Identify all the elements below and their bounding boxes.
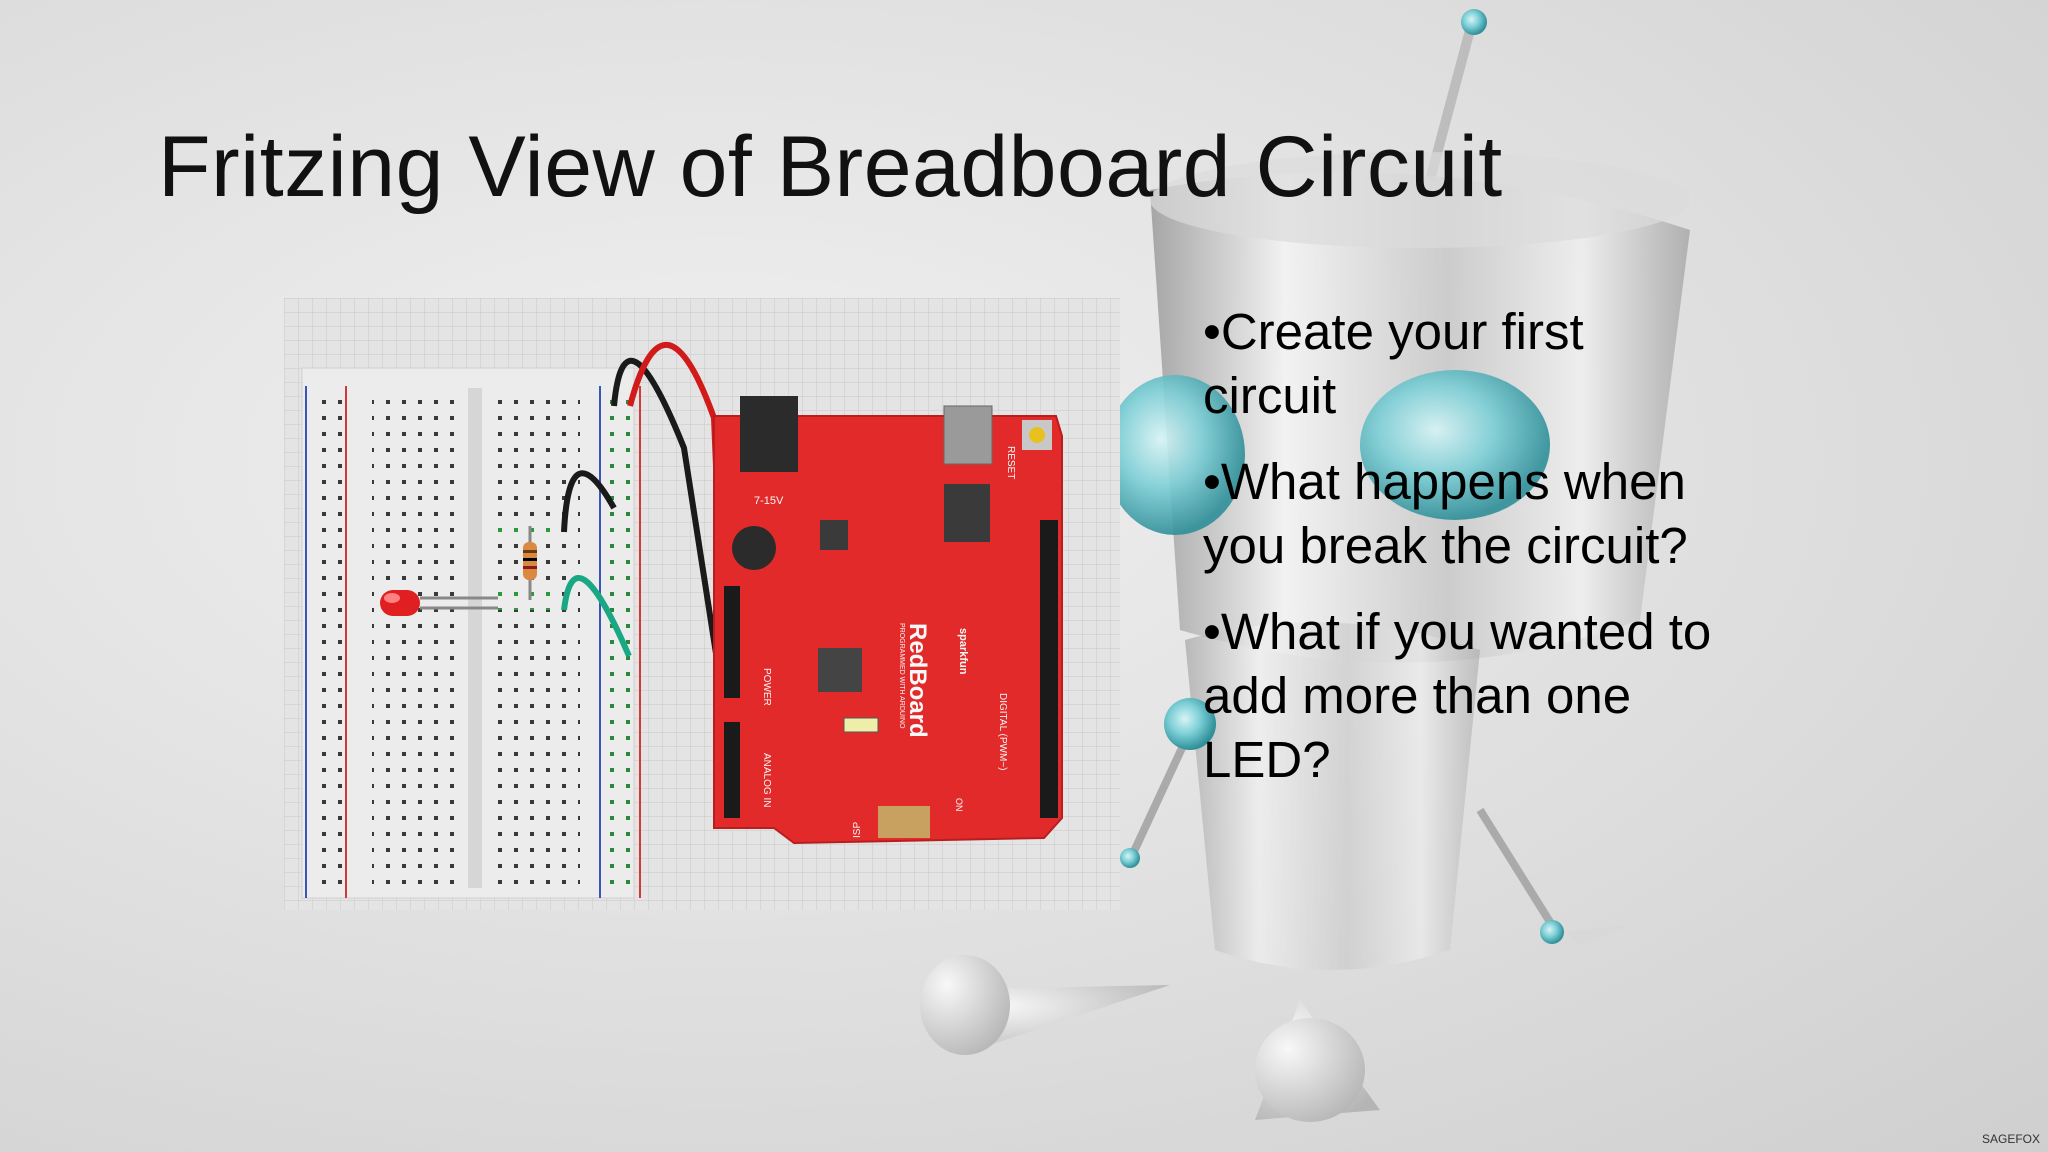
wire-black-long: [611, 357, 729, 719]
wire-red: [627, 341, 729, 709]
digital-label: DIGITAL (PWM~): [997, 693, 1008, 771]
wire-black-short: [561, 470, 617, 533]
on-label: ON: [954, 798, 964, 812]
analog-label: ANALOG IN: [761, 753, 772, 807]
bullet-item: •What if you wanted to add more than one…: [1203, 603, 1712, 788]
slide-title: Fritzing View of Breadboard Circuit: [158, 119, 1503, 215]
watermark: SAGEFOX: [1981, 1132, 2040, 1146]
maker-label: sparkfun: [957, 628, 969, 675]
resistor-icon: [523, 526, 537, 600]
bullet-item: •Create your first circuit: [1203, 303, 1584, 424]
redboard-arduino: 7-15V RESET RedBoard PROGRAMMED WITH ARD…: [713, 396, 1063, 845]
reset-label: RESET: [1005, 446, 1016, 479]
wire-green: [561, 575, 632, 658]
led-icon: [380, 590, 498, 616]
power-jack-label: 7-15V: [754, 495, 784, 507]
bullet-list: •Create your first circuit •What happens…: [1203, 300, 1723, 814]
brand-label: RedBoard: [904, 623, 931, 738]
isp-label: ISP: [852, 822, 863, 838]
bullet-item: •What happens when you break the circuit…: [1203, 453, 1688, 574]
power-label: POWER: [761, 668, 772, 706]
fritzing-breadboard-diagram: 7-15V RESET RedBoard PROGRAMMED WITH ARD…: [284, 298, 1120, 910]
subtitle-label: PROGRAMMED WITH ARDUINO: [898, 623, 905, 729]
